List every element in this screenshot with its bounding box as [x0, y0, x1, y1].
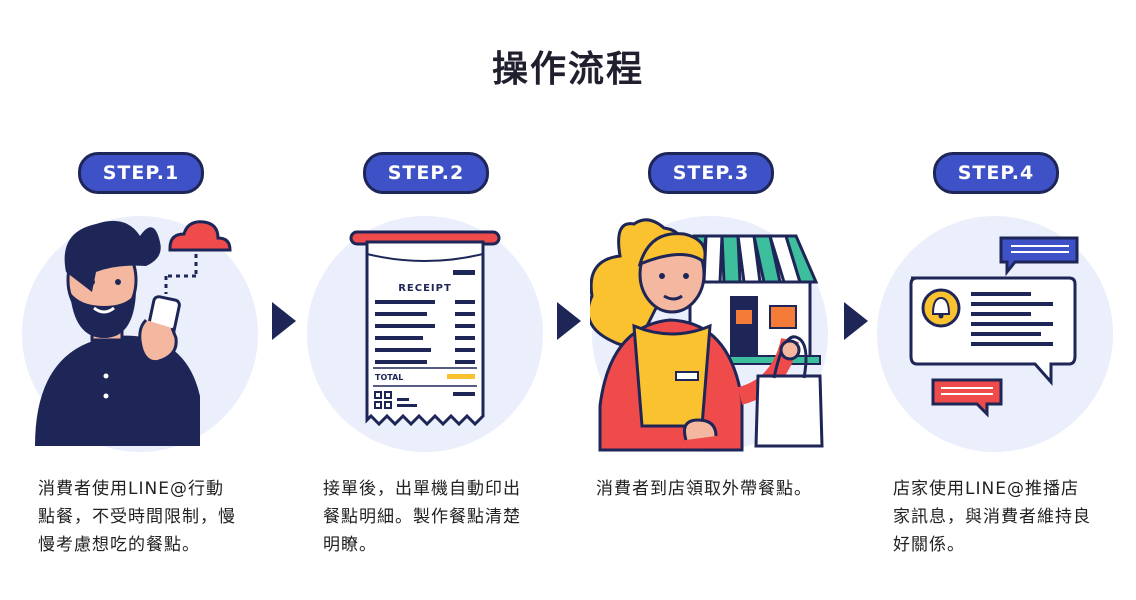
step-2-illustration: RECEIPT TOTAL	[305, 206, 555, 466]
cloud-icon	[164, 220, 232, 294]
step-1-description: 消費者使用LINE@行動 點餐，不受時間限制，慢 慢考慮想吃的餐點。	[38, 479, 236, 555]
arrow-right-icon	[555, 300, 583, 346]
page-title: 操作流程	[491, 49, 644, 90]
receipt-heading: RECEIPT	[398, 283, 452, 294]
arrow-right-icon	[842, 300, 870, 346]
step-2-description: 接單後，出單機自動印出 餐點明細。製作餐點清楚 明瞭。	[323, 479, 521, 555]
step-3-description: 消費者到店領取外帶餐點。	[596, 479, 812, 499]
step-2-badge: STEP.2	[363, 152, 489, 194]
step-4-illustration	[875, 206, 1125, 466]
step-1-illustration	[20, 206, 270, 466]
step-1-badge: STEP.1	[78, 152, 204, 194]
step-4-description: 店家使用LINE@推播店 家訊息，與消費者維持良 好關係。	[893, 479, 1091, 555]
receipt-total-label: TOTAL	[375, 373, 403, 382]
arrow-right-icon	[270, 300, 298, 346]
step-3-badge: STEP.3	[648, 152, 774, 194]
step-4-badge: STEP.4	[933, 152, 1059, 194]
chat-bubble-icon	[999, 236, 1079, 277]
bell-icon	[931, 296, 951, 319]
step-3-illustration	[590, 206, 840, 466]
